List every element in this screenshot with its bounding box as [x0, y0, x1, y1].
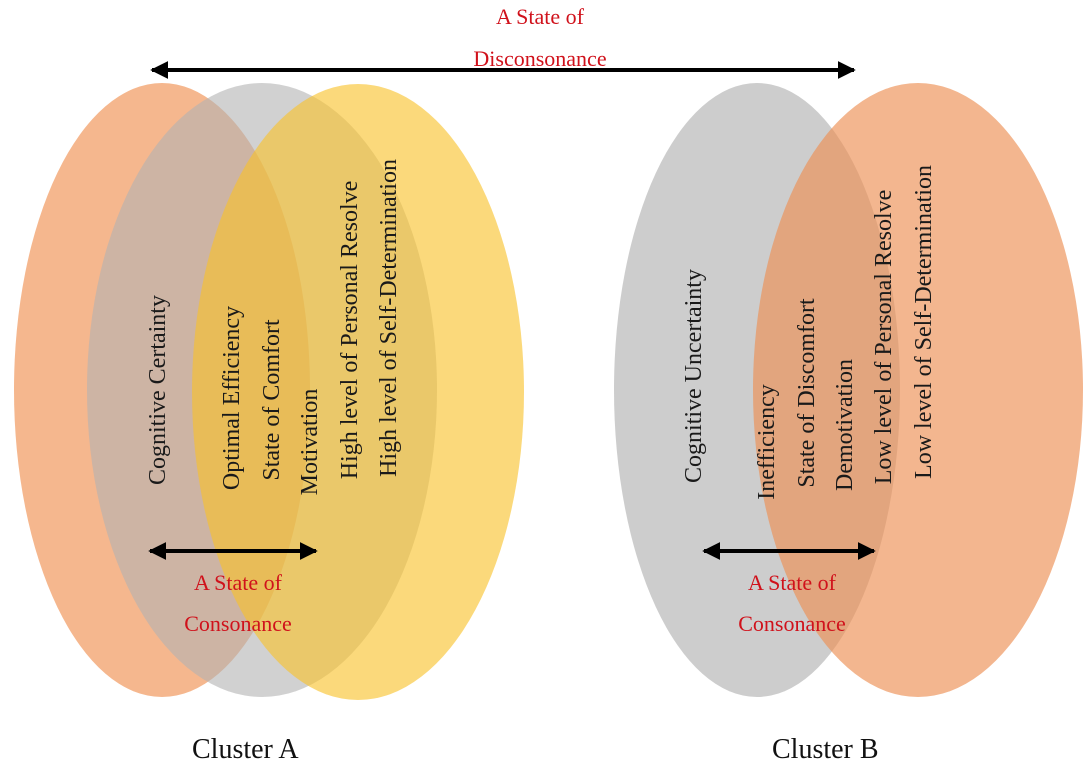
cluster-a-consonance-label: A State of Consonance	[138, 572, 338, 635]
cluster-b-consonance-line1: A State of	[748, 570, 836, 595]
cluster-a-consonance-line2: Consonance	[184, 611, 292, 636]
cluster-b-consonance-line2: Consonance	[738, 611, 846, 636]
disconsonance-label-line2: Disconsonance	[473, 46, 607, 71]
cluster-b-overlap-text-1: Inefficiency	[754, 384, 780, 500]
cluster-b-overlap-text-5: Low level of Self-Determination	[911, 165, 937, 479]
cluster-b-overlap-text-2: State of Discomfort	[794, 298, 820, 488]
cluster-a-overlap-text-4: High level of Personal Resolve	[337, 180, 363, 480]
cluster-b-gray-text: Cognitive Uncertainty	[681, 269, 707, 483]
cluster-b-title: Cluster B	[772, 734, 879, 765]
cluster-a-overlap-text-3: Motivation	[297, 388, 323, 496]
cluster-b-overlap-text-4: Low level of Personal Resolve	[871, 189, 897, 485]
cluster-b-overlap-text-3: Demotivation	[832, 359, 858, 491]
disconsonance-label: A State of Disconsonance	[420, 6, 660, 70]
cluster-a-gray-text: Cognitive Certainty	[145, 295, 171, 485]
cluster-b-consonance-label: A State of Consonance	[692, 572, 892, 635]
cluster-a-title: Cluster A	[192, 734, 299, 765]
cluster-a-overlap-text-5: High level of Self-Determination	[376, 159, 402, 477]
cluster-a-consonance-line1: A State of	[194, 570, 282, 595]
disconsonance-label-line1: A State of	[496, 4, 584, 29]
cluster-a-overlap-text-1: Optimal Efficiency	[219, 305, 245, 491]
cluster-a-overlap-text-2: State of Comfort	[259, 319, 285, 481]
